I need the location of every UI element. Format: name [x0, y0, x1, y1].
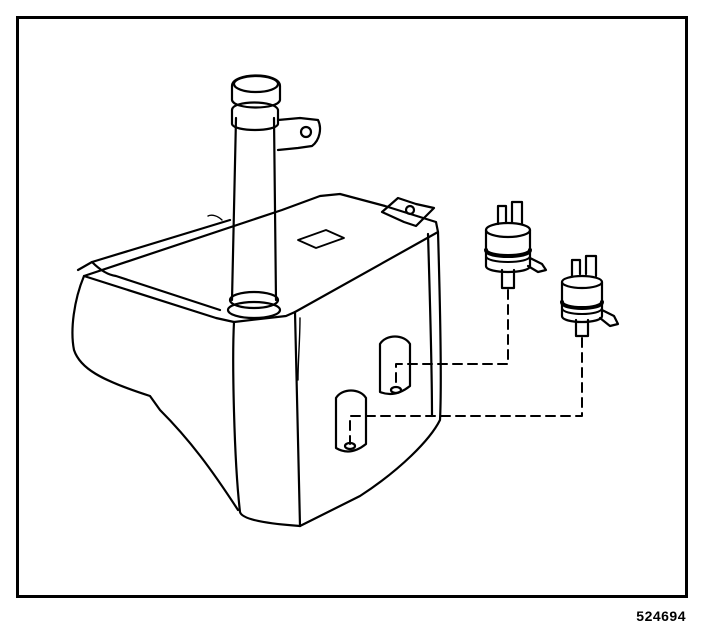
washer-pump-rear — [560, 254, 620, 338]
pump-rear-top — [560, 274, 604, 290]
reservoir-left-side — [71, 274, 240, 512]
pump-recess-lower — [334, 389, 368, 453]
filler-cap-top — [232, 74, 280, 94]
reservoir-lower-bulge — [90, 260, 222, 312]
reservoir-top-label — [297, 229, 345, 249]
reservoir-mounting-tab — [380, 196, 436, 228]
reservoir-tank — [71, 192, 442, 528]
pump-front-terminal — [496, 200, 524, 226]
filler-neck-ring — [230, 101, 280, 132]
scan-artifacts — [207, 214, 301, 381]
reservoir-front-corner — [293, 310, 302, 528]
diagram-frame — [16, 16, 688, 598]
leader-front-pump — [395, 289, 509, 389]
pump-front-band-2 — [485, 255, 531, 263]
pump-rear-outlet — [598, 308, 620, 328]
reservoir-right-face — [298, 230, 442, 528]
pump-recess-upper — [378, 335, 412, 396]
leader-rear-pump — [349, 337, 583, 445]
filler-neck-bracket — [276, 116, 322, 152]
mounting-tab-hole — [404, 204, 416, 216]
washer-pump-front — [484, 200, 548, 290]
pump-front-band — [484, 248, 532, 258]
pump-rear-body — [560, 280, 604, 324]
pump-front-top — [484, 221, 532, 239]
pump-rear-terminal — [570, 254, 598, 278]
figure-number: 524694 — [636, 608, 686, 624]
pump-rear-band — [560, 300, 604, 310]
filler-neck-base — [226, 300, 282, 320]
filler-bracket-hole — [299, 125, 313, 139]
pump-rear-band-2 — [561, 307, 603, 315]
filler-neck — [226, 74, 322, 320]
pump-front-inlet — [500, 268, 516, 290]
reservoir-front-edge — [232, 320, 302, 528]
filler-neck-tube — [230, 116, 278, 302]
pump-front-outlet — [526, 256, 548, 274]
filler-neck-collar — [228, 290, 280, 310]
reservoir-right-inner-edge — [426, 232, 434, 418]
pump-rear-inlet — [574, 318, 590, 338]
leader-lines — [349, 289, 583, 445]
pump-port-upper — [389, 385, 403, 395]
